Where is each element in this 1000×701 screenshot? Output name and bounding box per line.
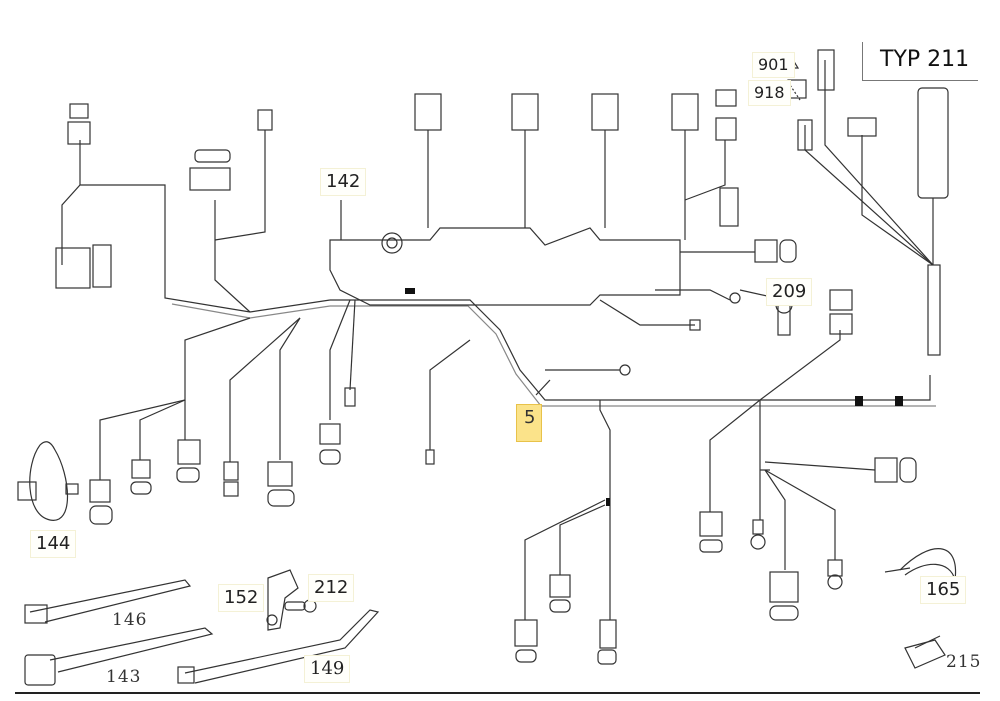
callout-215[interactable]: 215	[946, 652, 982, 672]
model-type-frame	[862, 42, 978, 81]
main-harness-trunk	[330, 299, 931, 401]
callout-146[interactable]: 146	[112, 610, 148, 630]
callout-165[interactable]: 165	[920, 576, 967, 604]
callout-149[interactable]: 149	[304, 655, 351, 683]
callout-209[interactable]: 209	[766, 278, 813, 306]
callout-143[interactable]: 143	[106, 667, 142, 687]
callout-212[interactable]: 212	[308, 574, 355, 602]
bottom-divider	[15, 692, 980, 694]
callout-5-selected[interactable]: 5	[516, 404, 542, 442]
callout-901[interactable]: 901	[752, 52, 795, 78]
callout-152[interactable]: 152	[218, 584, 265, 612]
model-type-label: TYP 211	[880, 47, 970, 72]
engine-harness-duct	[329, 227, 681, 306]
callout-142[interactable]: 142	[320, 168, 367, 196]
callout-918[interactable]: 918	[748, 80, 791, 106]
callout-144[interactable]: 144	[30, 530, 77, 558]
